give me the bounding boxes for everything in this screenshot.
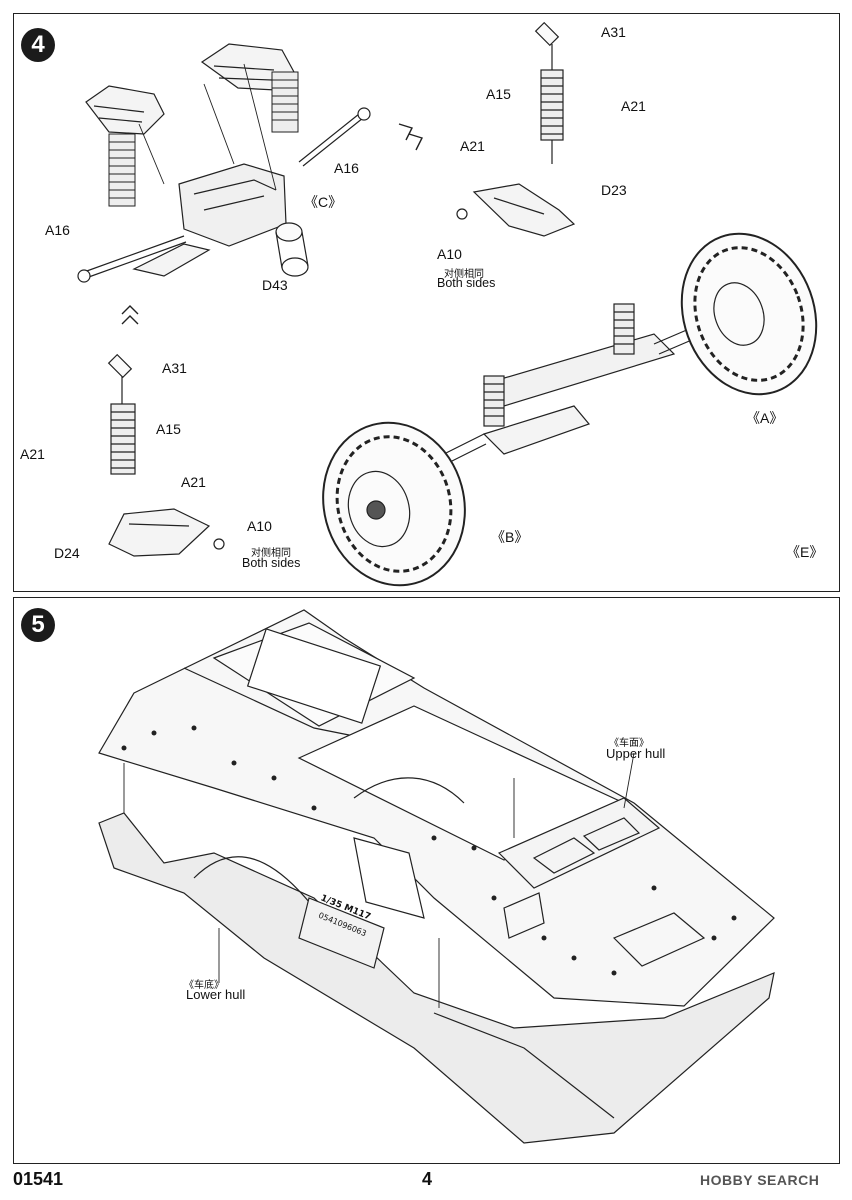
coil-spring bbox=[108, 133, 136, 207]
coil-spring bbox=[110, 403, 136, 475]
lower-hull-label: Lower hull bbox=[186, 987, 246, 1002]
differential-housing bbox=[178, 163, 287, 247]
lower-control-arm-d23 bbox=[472, 183, 576, 237]
part-label-c: 《C》 bbox=[304, 194, 343, 210]
a16-shaft-right bbox=[298, 113, 364, 167]
part-label-a31: A31 bbox=[601, 24, 626, 40]
note-en: Both sides bbox=[242, 556, 301, 570]
part-label-a21: A21 bbox=[181, 474, 206, 490]
page-number: 4 bbox=[422, 1169, 433, 1189]
axle-lower-arm bbox=[482, 405, 591, 455]
part-label-a21: A21 bbox=[20, 446, 45, 462]
step-5-badge: 5 bbox=[21, 608, 55, 642]
coil-spring bbox=[613, 303, 635, 355]
axle-beam bbox=[482, 333, 676, 407]
note-en: Both sides bbox=[437, 276, 496, 290]
assembly-label-a: 《A》 bbox=[746, 410, 784, 426]
step-4-badge: 4 bbox=[21, 28, 55, 62]
a16-shaft-left bbox=[83, 235, 187, 279]
coil-spring bbox=[271, 71, 299, 133]
part-label-a15: A15 bbox=[486, 86, 511, 102]
upper-hull-label-cn: 《车面》 bbox=[609, 738, 649, 749]
watermark: HOBBY SEARCH bbox=[700, 1172, 820, 1188]
wheel-b bbox=[322, 421, 466, 587]
lower-hull-label-cn: 《车底》 bbox=[184, 980, 224, 991]
d43-cylinder bbox=[275, 222, 309, 277]
assembly-label-e: 《E》 bbox=[786, 544, 824, 560]
assembly-arrow-diag bbox=[398, 123, 423, 151]
part-label-a21: A21 bbox=[621, 98, 646, 114]
part-label-a21: A21 bbox=[460, 138, 485, 154]
step-4-drawing bbox=[77, 21, 818, 587]
part-label-a15: A15 bbox=[156, 421, 181, 437]
coil-spring bbox=[483, 375, 505, 427]
assembly-arrow-up bbox=[121, 305, 139, 325]
part-label-d24: D24 bbox=[54, 545, 80, 561]
product-code: 01541 bbox=[13, 1169, 64, 1189]
step-5-drawing bbox=[98, 609, 775, 1144]
part-label-d23: D23 bbox=[601, 182, 627, 198]
lower-control-arm-d24 bbox=[108, 508, 211, 557]
step-4-panel: 4 bbox=[13, 13, 840, 592]
assembly-label-b: 《B》 bbox=[491, 529, 529, 545]
part-label-a31: A31 bbox=[162, 360, 187, 376]
part-label-d43: D43 bbox=[262, 277, 288, 293]
note-cn: 对侧相同 bbox=[444, 269, 484, 280]
part-label-a10: A10 bbox=[437, 246, 462, 262]
wheel-a bbox=[680, 232, 818, 396]
step-5-panel: 5 bbox=[13, 597, 840, 1164]
note-cn: 对侧相同 bbox=[251, 548, 291, 559]
part-label-a16: A16 bbox=[334, 160, 359, 176]
lower-hull bbox=[98, 812, 775, 1144]
part-label-a16: A16 bbox=[45, 222, 70, 238]
part-label-a10: A10 bbox=[247, 518, 272, 534]
coil-spring bbox=[540, 69, 564, 141]
upper-hull-label: Upper hull bbox=[606, 746, 666, 761]
